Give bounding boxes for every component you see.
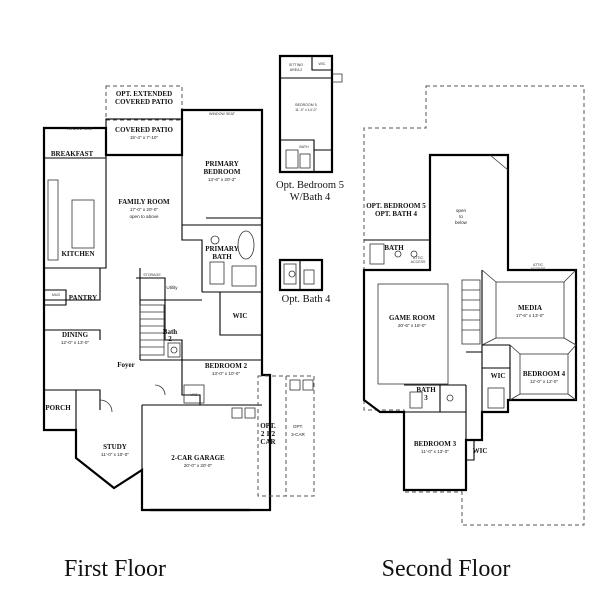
sitting-label-2: AREA 2 (290, 68, 303, 72)
family-room-dim: 17'-0" x 20'-0" (130, 207, 159, 212)
bedroom2-dim: 13'-0" x 10'-0" (212, 371, 241, 376)
mud-label: MUD (52, 293, 61, 297)
open-below-label-3: below (455, 220, 468, 225)
family-room-note: open to above (129, 214, 159, 219)
utility-label: Utility (166, 285, 178, 290)
attic-b-label: ATTIC (533, 263, 544, 267)
second-floor-stairs (461, 279, 481, 345)
second-floor-caption: Second Floor (382, 556, 511, 582)
foyer-label: Foyer (117, 361, 135, 369)
covered-patio-label: COVERED PATIO (115, 126, 173, 134)
inset-bath-label: BATH (299, 145, 309, 149)
opt-extended-patio-area (105, 85, 183, 121)
opt-patio-label-2: COVERED PATIO (115, 98, 173, 106)
media-dim: 17'-6" x 13'-0" (516, 313, 545, 318)
sf-wic-label-1: WIC (491, 372, 506, 380)
sf-opt-bedroom5-label: OPT. BEDROOM 5 (366, 202, 426, 210)
opt-bedroom5-caption: Opt. Bedroom 5 (276, 180, 344, 191)
primary-bedroom-label: PRIMARY (205, 160, 239, 168)
covered-patio-dim: 15'-4" x 7'-10" (130, 135, 159, 140)
bath2-fixtures (167, 342, 181, 358)
porch-label: PORCH (45, 404, 71, 412)
bedroom4-dim: 12'-0" x 12'-0" (530, 379, 559, 384)
second-floor-interior-walls (364, 155, 511, 461)
sf-wic-label-2: WIC (473, 447, 488, 455)
pantry-label: PANTRY (69, 294, 97, 302)
second-floor-plan: OPT. BEDROOM 5 OPT. BATH 4 open to below… (362, 85, 585, 526)
open-below-label: open (456, 208, 467, 213)
primary-bath-fixtures (209, 230, 257, 287)
dining-dim: 12'-0" x 13'-0" (61, 340, 90, 345)
opt-3car-label: OPT. (293, 424, 303, 429)
primary-bath-label-2: BATH (212, 253, 232, 261)
opt-bath4-inset: Opt. Bath 4 (278, 258, 331, 305)
opt-3car-label-2: 3-CAR (291, 432, 305, 437)
second-floor-roof-outline (363, 85, 585, 526)
media-room-ceiling (481, 269, 577, 346)
bedroom3-dim: 11'-0" x 13'-0" (421, 449, 449, 454)
inset-wic-label: WIC (319, 62, 326, 66)
first-floor-outer-walls (42, 108, 272, 512)
garage-dim: 20'-0" x 20'-0" (184, 463, 213, 468)
window-seat-label-1: WINDOW SEAT (67, 127, 94, 131)
sitting-label: SITTING (289, 63, 303, 67)
dining-label: DINING (62, 331, 89, 339)
foyer-door-swing (154, 384, 166, 396)
bath3-num: 3 (424, 394, 428, 402)
opt-bath4-caption: Opt. Bath 4 (282, 294, 331, 305)
bedroom4-ceiling (509, 344, 577, 401)
front-door-swing (99, 399, 113, 413)
first-floor-plan: WINDOW SEAT WINDOW SEAT OPT. EXTENDED CO… (42, 85, 315, 512)
study-dim: 11'-0" x 10'-0" (101, 452, 129, 457)
opt-25-label-2: 2 1/2 (261, 430, 276, 438)
primary-bedroom-label-2: BEDROOM (204, 168, 241, 176)
window-seat-label-2: WINDOW SEAT (209, 112, 236, 116)
bath2-num: 2 (168, 335, 172, 343)
media-label: MEDIA (518, 304, 542, 312)
inset-bedroom-label: BEDROOM 5 (295, 103, 317, 107)
bedroom3-label: BEDROOM 3 (414, 440, 457, 448)
inset-bedroom-dim: 11'-0" x 14'-0" (295, 108, 318, 112)
bedroom2-label: BEDROOM 2 (205, 362, 248, 370)
second-floor-bath-fixtures (369, 243, 505, 409)
open-below-label-2: to (459, 214, 463, 219)
sf-opt-bath4-label: OPT. BATH 4 (375, 210, 417, 218)
bath3-label: BATH (416, 386, 436, 394)
game-room-dim: 20'-6" x 16'-0" (398, 323, 427, 328)
attic-label: ATTIC (413, 256, 424, 260)
sf-bath-label: BATH (384, 244, 404, 252)
bedroom4-label: BEDROOM 4 (523, 370, 566, 378)
game-room-label: GAME ROOM (389, 314, 435, 322)
opt-25-label-3: CAR (260, 438, 276, 446)
opt-bedroom5-inset: SITTING AREA 2 WIC BEDROOM 5 11'-0" x 14… (276, 54, 344, 203)
garage-label: 2-CAR GARAGE (171, 454, 225, 462)
bedroom2-closet (183, 384, 205, 404)
attic-b-label-2: ACCESS (531, 267, 546, 271)
attic-label-2: ACCESS (411, 260, 426, 264)
kitchen-label: KITCHEN (61, 250, 94, 258)
kitchen-island (71, 199, 95, 249)
primary-bedroom-dim: 13'-6" x 20'-2" (208, 177, 237, 182)
first-floor-caption: First Floor (64, 556, 166, 582)
game-room-ceiling (377, 283, 449, 385)
study-label: STUDY (103, 443, 127, 451)
primary-bath-label: PRIMARY (205, 245, 239, 253)
opt-patio-label: OPT. EXTENDED (116, 90, 172, 98)
kitchen-counter (47, 179, 59, 261)
bath2-label: Bath (163, 328, 178, 336)
family-room-label: FAMILY ROOM (118, 198, 170, 206)
storage-label: STORAGE (143, 273, 161, 277)
opt-bedroom5-caption-2: W/Bath 4 (290, 192, 331, 203)
first-floor-stairs (139, 304, 165, 356)
first-floor-interior-walls (44, 155, 262, 470)
wic-small-label: WIC (191, 393, 198, 397)
wic-label: WIC (233, 312, 248, 320)
open-below-corner (489, 154, 509, 171)
opt-25-label: OPT. (260, 422, 276, 430)
breakfast-label: BREAKFAST (51, 150, 94, 158)
